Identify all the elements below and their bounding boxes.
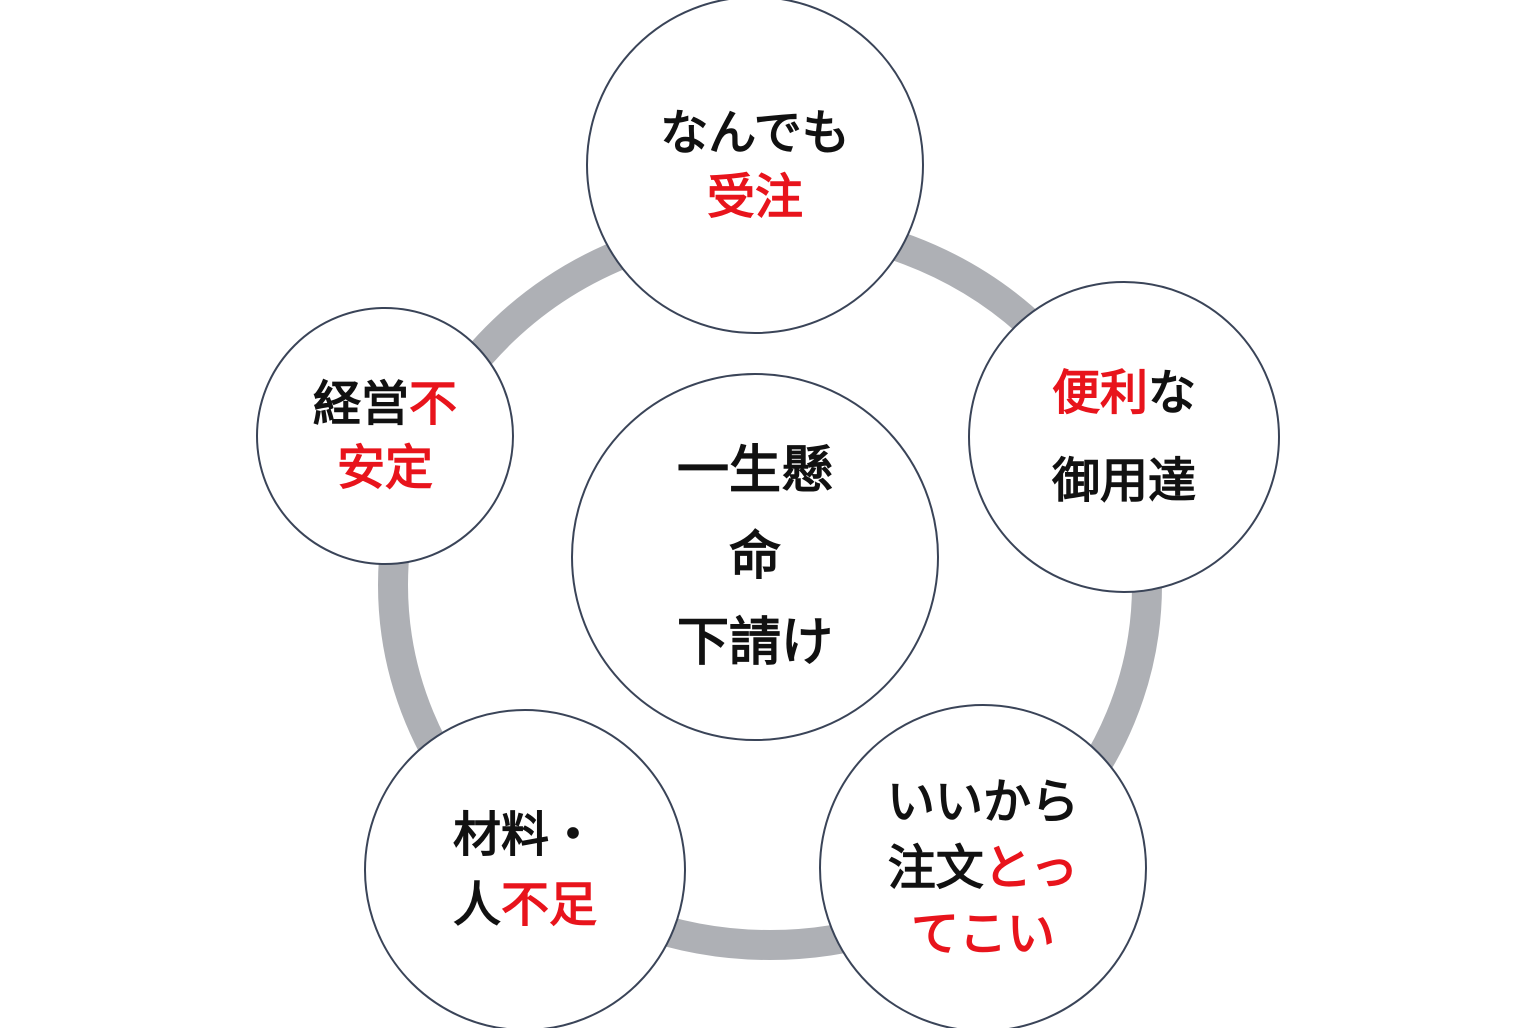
node-bottom-left-label-line: 材料・ (453, 807, 597, 863)
center-label-line: 下請け (677, 613, 833, 673)
label-text: いいから (887, 774, 1079, 830)
node-bottom-left-circle (364, 709, 686, 1028)
node-bottom-left-node: 材料・人不足 (364, 709, 686, 1028)
label-text: 材料・ (453, 807, 597, 863)
label-text: 注文 (888, 840, 984, 896)
node-top-label-line: なんでも (660, 105, 850, 161)
highlight-text: てこい (911, 906, 1055, 962)
label-text: 御用達 (1051, 453, 1196, 509)
node-bottom-right-label-line: いいから (887, 774, 1079, 830)
highlight-text: とっ (984, 840, 1079, 896)
highlight-text: 便利 (1052, 365, 1148, 421)
node-bottom-right-circle (819, 704, 1147, 1028)
node-left-label-line: 安定 (337, 440, 433, 496)
node-right-label-line: 御用達 (1051, 453, 1196, 509)
label-text: な (1148, 365, 1196, 421)
highlight-text: 不 (409, 376, 457, 432)
center-label-line: 一生懸 (677, 441, 833, 501)
node-bottom-left-label-line: 人不足 (453, 877, 597, 933)
nodes-layer: なんでも受注便利な御用達いいから注文とってこい材料・人不足経営不安定一生懸命下請… (256, 0, 1280, 1028)
label-text: 命 (729, 527, 781, 587)
highlight-text: 安定 (337, 440, 433, 496)
node-top-circle (586, 0, 924, 334)
node-left-label-line: 経営不 (313, 376, 457, 432)
highlight-text: 不足 (501, 877, 597, 933)
node-left-circle (256, 307, 514, 565)
label-text: 下請け (677, 613, 833, 673)
label-text: 一生懸 (677, 441, 833, 501)
label-text: 人 (453, 877, 501, 933)
highlight-text: 受注 (707, 169, 803, 225)
center-circle (571, 373, 939, 741)
label-text: なんでも (660, 105, 850, 161)
node-right-label-line: 便利な (1052, 365, 1196, 421)
node-right-circle (968, 281, 1280, 593)
label-text: 経営 (313, 376, 409, 432)
node-top-label-line: 受注 (707, 169, 803, 225)
center-label-line: 命 (729, 527, 781, 587)
node-bottom-right-label-line: 注文とっ (888, 840, 1079, 896)
node-bottom-right-label-line: てこい (911, 906, 1055, 962)
